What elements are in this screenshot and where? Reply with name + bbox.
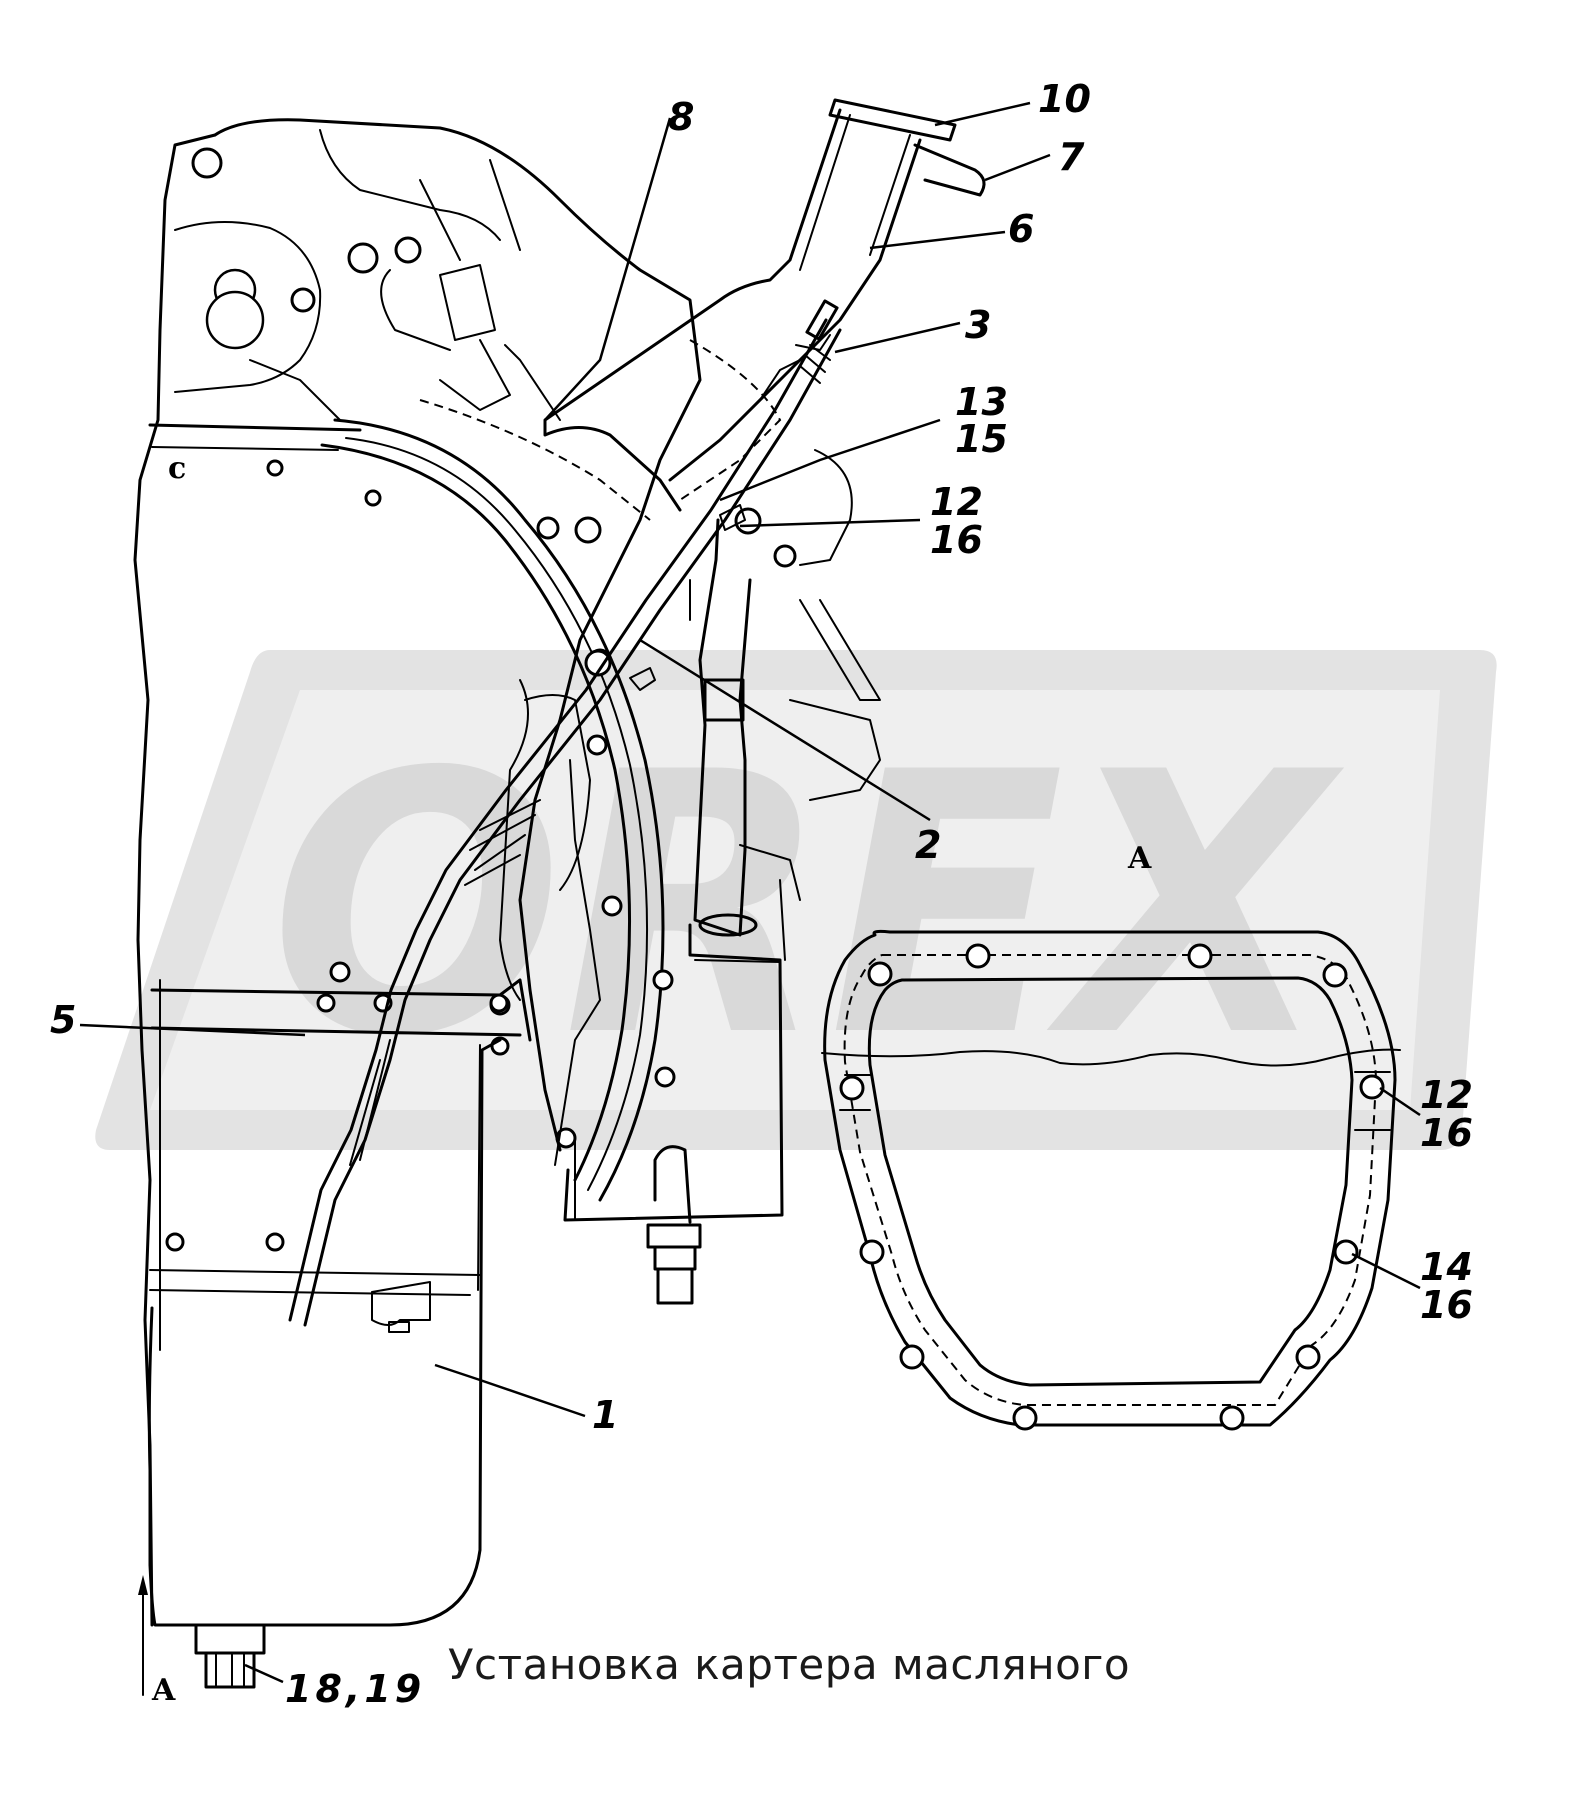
callout-18-19: 18,19 [285,1667,425,1711]
callout-3: 3 [965,303,991,347]
filler-neck [380,98,986,937]
flywheel-housing [316,418,797,1202]
leader-lines [79,101,1421,1696]
callout-6: 6 [1008,207,1034,251]
watermark: OREX [95,650,1497,1150]
view-a-pan-outline [821,929,1401,1431]
callout-7: 7 [1058,135,1085,179]
watermark-text: OREX [270,696,1344,1115]
drawing-caption: Установка картера масляного [447,1640,1131,1689]
callout-8: 8 [668,95,694,139]
dipstick-assembly [288,299,842,1327]
svg-text:c: c [168,451,186,486]
callout-12-view: 12 [1420,1073,1473,1117]
oil-filter [563,449,881,1305]
callout-2: 2 [915,823,941,867]
view-a-label: A [1127,841,1152,876]
callout-10: 10 [1038,77,1091,121]
section-arrow-label: A [151,1673,176,1708]
callout-16-view: 16 [1420,1111,1473,1155]
callout-12-upper: 12 [930,480,983,524]
callout-15: 15 [955,417,1008,461]
engine-block: c [133,118,702,1627]
callout-5: 5 [50,998,76,1042]
callout-16-upper: 16 [930,518,983,562]
callout-1: 1 [592,1393,618,1437]
callout-16-lower: 16 [1420,1283,1473,1327]
callout-14: 14 [1420,1245,1473,1289]
pan-flange [149,978,532,1333]
callouts: 10 7 8 6 3 13 15 12 16 2 5 12 16 14 16 1… [50,77,1473,1711]
callout-13: 13 [955,380,1008,424]
